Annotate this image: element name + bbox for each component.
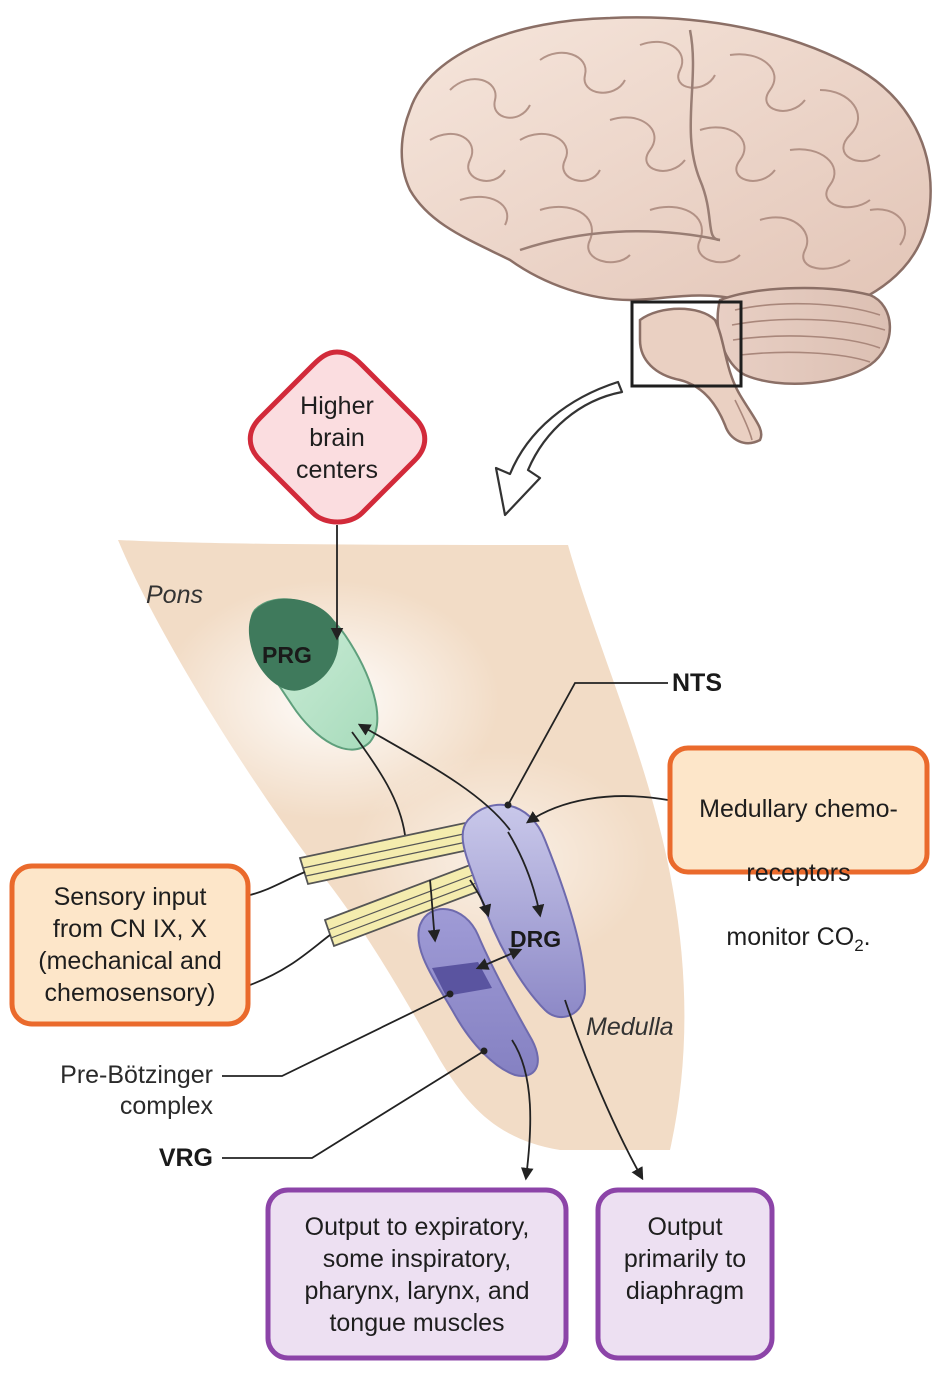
medullary-line-1: Medullary chemo- (699, 795, 898, 823)
sensory-input-box (9, 863, 251, 1027)
drg-label: DRG (510, 926, 562, 952)
medullary-chemoreceptors-text: Medullary chemo- receptors monitor CO2. (672, 761, 925, 994)
pre-botzinger-label: Pre-Bötzinger complex (60, 1061, 213, 1120)
higher-brain-centers-box (247, 349, 428, 525)
output-diaphragm-text: Output primarily to diaphragm (623, 1213, 747, 1305)
sensory-input-text: Sensory input from CN IX, X (mechanical … (38, 883, 222, 1007)
prg-nucleus (248, 598, 379, 751)
vrg-nucleus (417, 908, 539, 1077)
co2-suffix: . (863, 923, 871, 951)
co2-prefix: monitor CO (726, 923, 855, 951)
medullary-chemoreceptors-box (667, 745, 930, 875)
output-diaphragm-box (595, 1187, 775, 1361)
cerebrum (400, 16, 932, 312)
output-expiratory-text: Output to expiratory, some inspiratory, … (304, 1213, 530, 1337)
output-expiratory-box (265, 1187, 569, 1361)
pathway-arrows (222, 525, 669, 1181)
brain-illustration (400, 16, 932, 517)
higher-brain-centers-text: Higher brain centers (296, 392, 378, 484)
drg-nucleus (461, 803, 587, 1019)
brainstem (638, 307, 763, 445)
pons-label: Pons (146, 581, 203, 609)
vrg-label: VRG (158, 1144, 213, 1172)
medullary-line-2: receptors (746, 859, 851, 887)
medulla-label: Medulla (586, 1013, 674, 1041)
zoom-arrow (494, 380, 624, 517)
pre-botzinger-band (432, 962, 492, 996)
region-highlight-box (630, 300, 743, 388)
medullary-line-3: monitor CO2. (672, 921, 925, 962)
nts-label: NTS (672, 669, 722, 697)
co2-subscript: 2 (854, 936, 864, 955)
prg-label: PRG (262, 642, 312, 668)
